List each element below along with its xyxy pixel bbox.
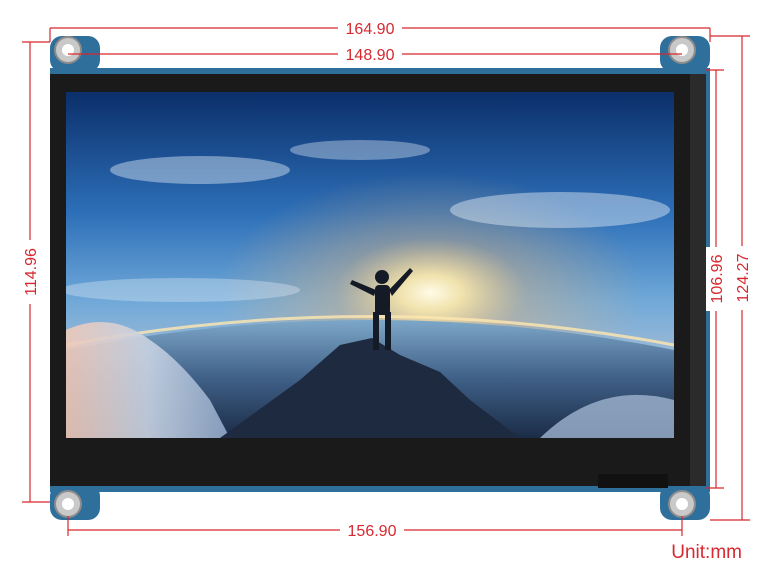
mount-hole-bottom-right: [668, 490, 696, 518]
dim-top-inner: 148.90: [346, 47, 395, 64]
mount-hole-bottom-left: [54, 490, 82, 518]
connector: [598, 474, 668, 488]
dimension-labels: 164.90 148.90 114.96 106.96 124.27 156.9…: [20, 18, 752, 540]
dim-top-outer: 164.90: [346, 21, 395, 38]
dim-bottom-width: 156.90: [348, 523, 397, 540]
mount-hole-top-right: [668, 36, 696, 64]
dim-left-height: 114.96: [23, 248, 40, 296]
bezel-side-edge: [690, 74, 706, 486]
dim-right-inner-height: 106.96: [709, 254, 726, 303]
person-silhouette: [350, 268, 413, 350]
unit-label: Unit:mm: [671, 542, 742, 563]
screen-image: [66, 92, 674, 438]
mount-hole-top-left: [54, 36, 82, 64]
dim-right-outer-height: 124.27: [735, 253, 752, 302]
